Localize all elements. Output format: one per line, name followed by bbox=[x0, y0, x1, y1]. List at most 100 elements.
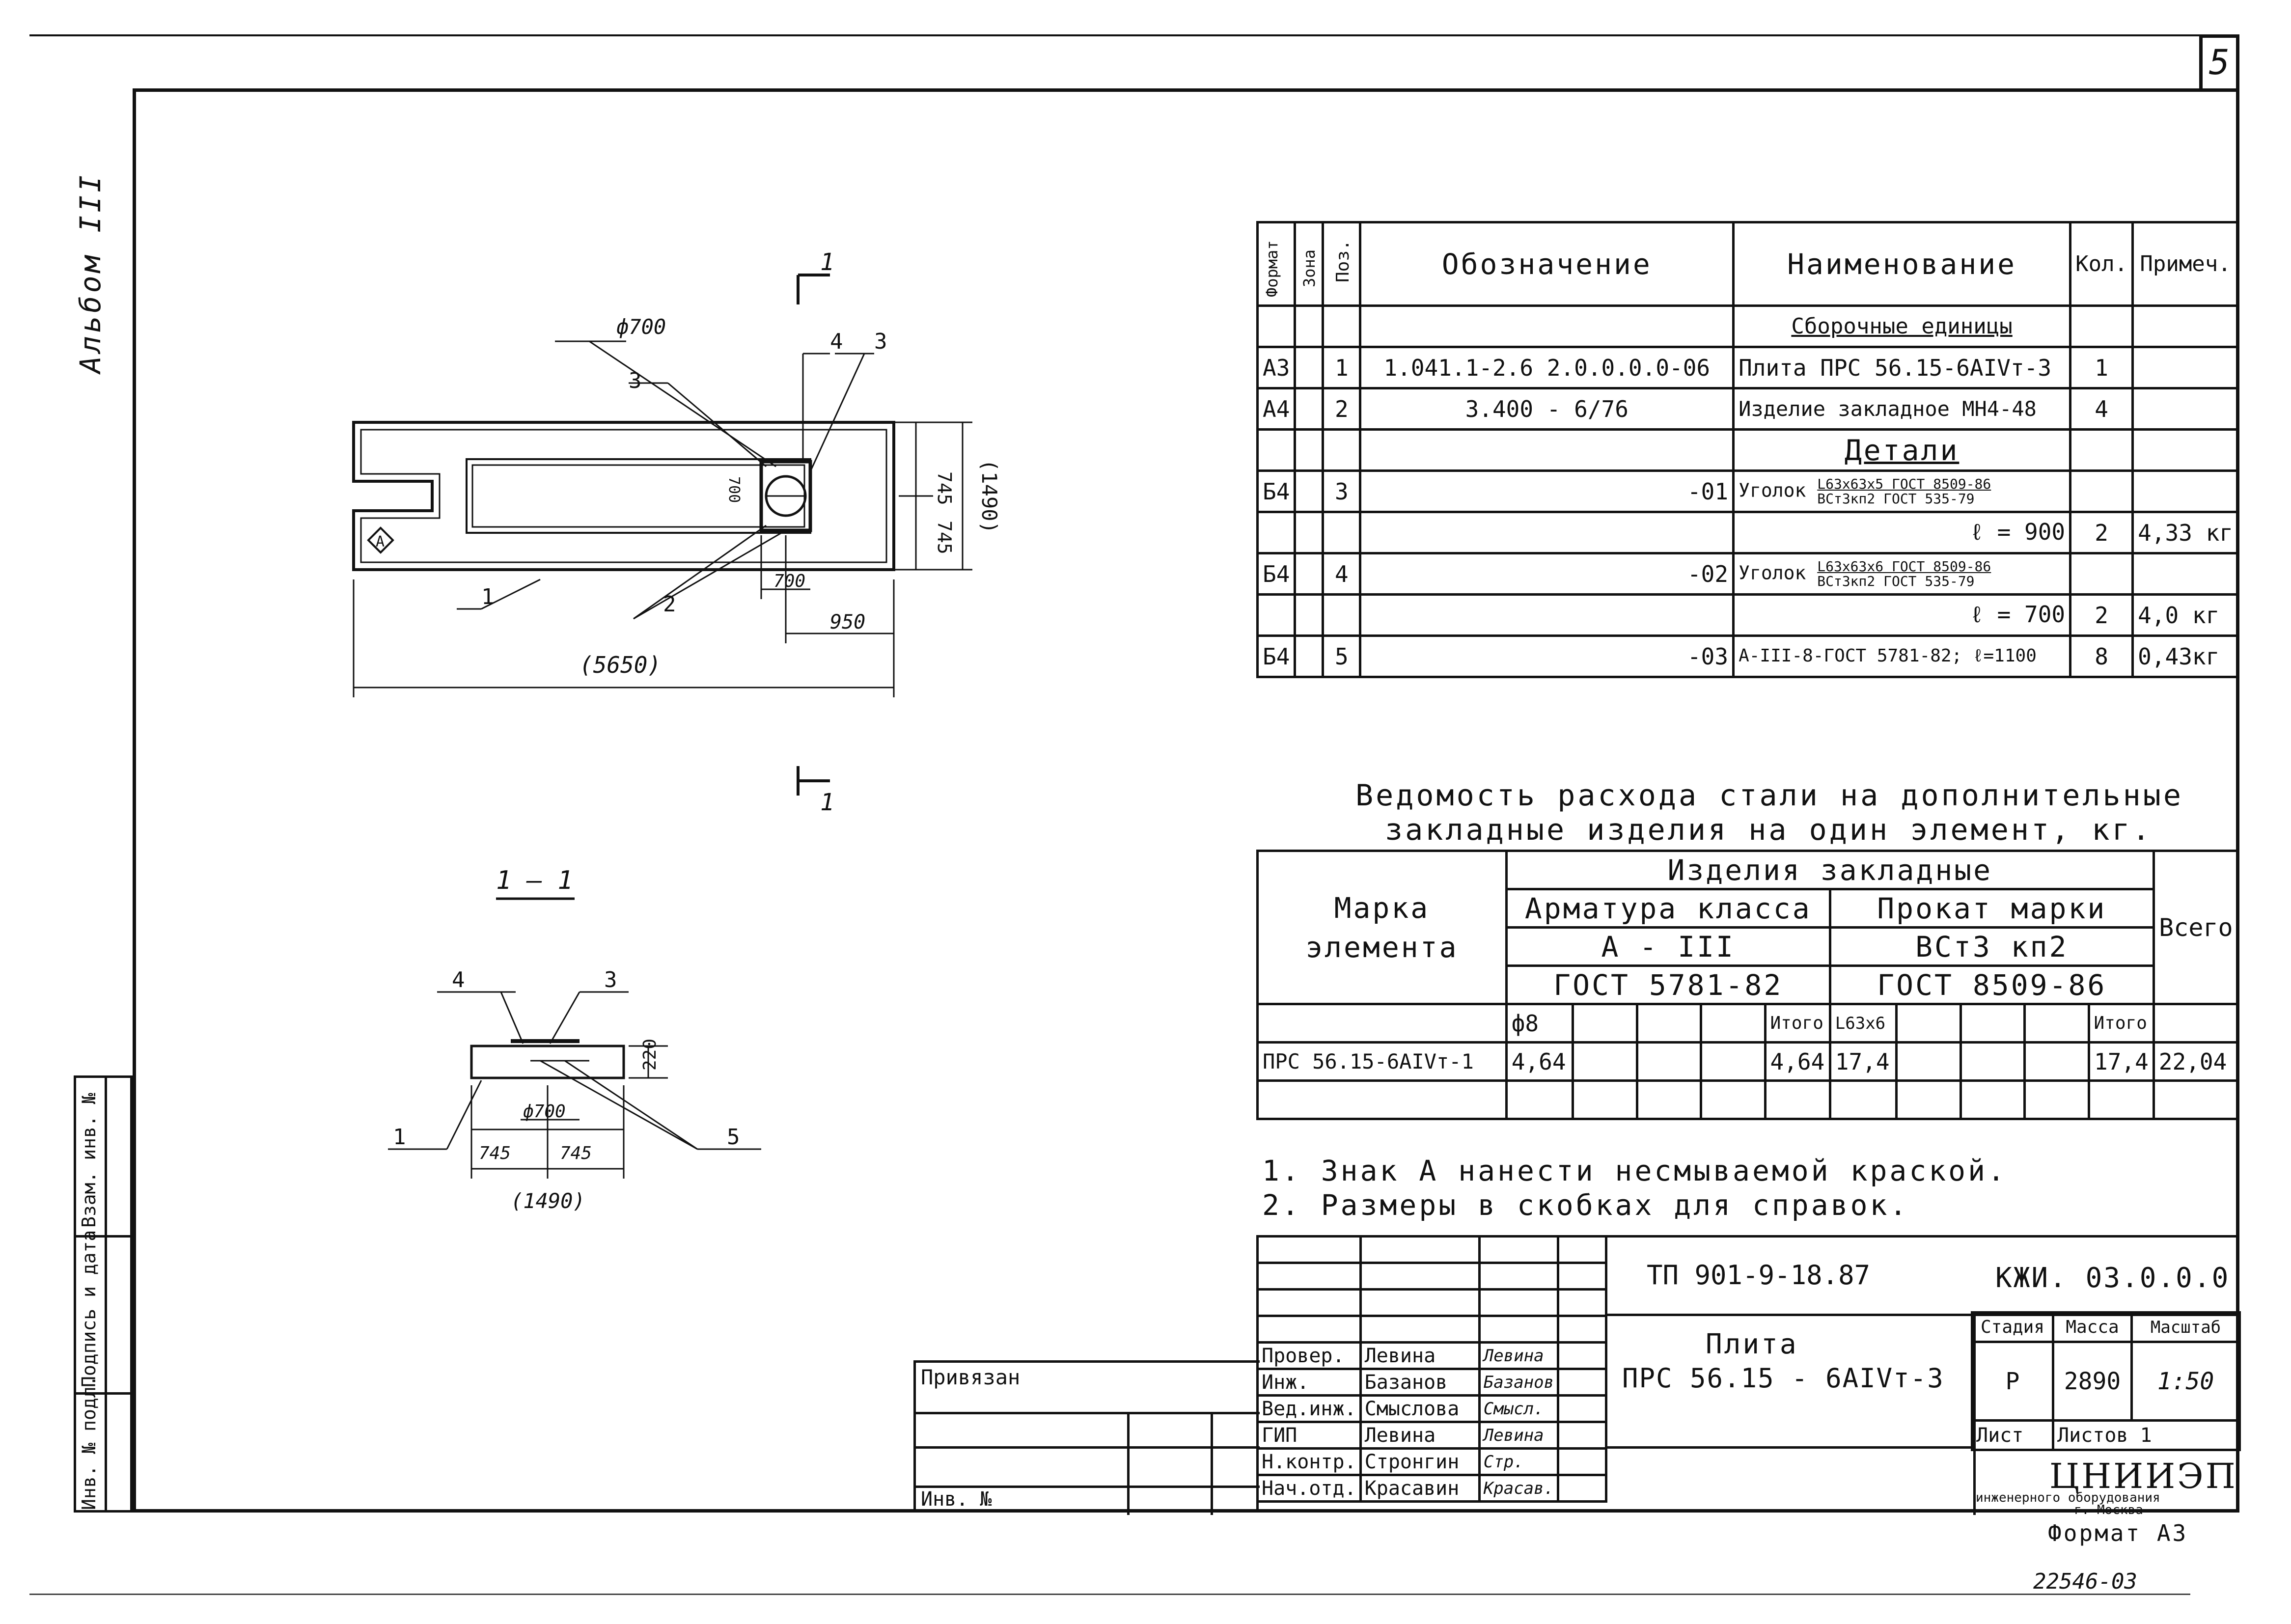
row-qty: 2 bbox=[2069, 593, 2134, 637]
dim-745a: 745 bbox=[934, 471, 955, 505]
row-name: А-III-8-ГОСТ 5781-82; ℓ=1100 bbox=[1732, 634, 2072, 678]
leader-3b: 3 bbox=[874, 329, 887, 354]
name-2: Смыслова bbox=[1359, 1394, 1481, 1423]
signature-4: Стр. bbox=[1478, 1447, 1560, 1476]
steel-rolled-header: Прокат марки bbox=[1828, 888, 2155, 929]
title-line-1: Плита bbox=[1706, 1328, 1798, 1360]
signature-1: Базанов bbox=[1478, 1368, 1560, 1397]
album-label: Альбом III bbox=[74, 172, 107, 373]
hdr-zone: Зона bbox=[1300, 249, 1319, 287]
hdr-pos: Поз. bbox=[1333, 240, 1353, 282]
row-designation: -02 bbox=[1359, 552, 1735, 596]
scale-value: 1:50 bbox=[2130, 1341, 2241, 1422]
steel-rolled-gost: ГОСТ 8509-86 bbox=[1828, 964, 2155, 1005]
leader-2: 2 bbox=[663, 592, 676, 617]
row-qty: 2 bbox=[2069, 511, 2134, 554]
inv-label: Инв. № bbox=[921, 1488, 992, 1511]
stage-header: Стадия bbox=[1971, 1311, 2054, 1343]
steel-row-rolled-total: 17,4 bbox=[2087, 1041, 2155, 1082]
row-name: Изделие закладное МН4-48 bbox=[1732, 387, 2072, 431]
row-format: Б4 bbox=[1256, 634, 1297, 678]
row-length: ℓ = 700 bbox=[1732, 593, 2072, 637]
steel-mark-header: Марка элемента bbox=[1256, 850, 1508, 1005]
hdr-qty: Кол. bbox=[2069, 221, 2134, 307]
row-format: Б4 bbox=[1256, 552, 1297, 596]
org-line-3: г. Москва bbox=[2074, 1503, 2143, 1517]
spec-row: Б4 5 -03 А-III-8-ГОСТ 5781-82; ℓ=1100 8 … bbox=[1256, 634, 2239, 678]
steel-row-rolled: 17,4 bbox=[1828, 1041, 1898, 1082]
role-5: Нач.отд. bbox=[1256, 1474, 1362, 1503]
note-2: 2. Размеры в скобках для справок. bbox=[1262, 1188, 1909, 1222]
section-dim-745a: 745 bbox=[479, 1143, 511, 1163]
row-note bbox=[2131, 387, 2239, 431]
hdr-designation: Обозначение bbox=[1359, 221, 1735, 307]
row-note bbox=[2131, 346, 2239, 389]
section-details: Детали bbox=[1732, 428, 2072, 472]
section-dim-745b: 745 bbox=[560, 1143, 592, 1163]
sub-rolled-total: Итого bbox=[2087, 1003, 2155, 1044]
signature-5: Красав. bbox=[1478, 1474, 1560, 1503]
hdr-name: Наименование bbox=[1732, 221, 2072, 307]
row-note: 4,33 кг bbox=[2131, 511, 2239, 554]
sign-a-diamond bbox=[367, 526, 394, 554]
role-3: ГИП bbox=[1256, 1421, 1362, 1450]
spec-row: А4 2 3.400 - 6/76 Изделие закладное МН4-… bbox=[1256, 387, 2239, 431]
sign-a: А bbox=[376, 533, 385, 551]
spec-table: Формат Зона Поз. Обозначение Наименовани… bbox=[1256, 221, 2239, 678]
org-line-2: инженерного оборудования bbox=[1976, 1490, 2160, 1505]
leader-3a: 3 bbox=[629, 368, 642, 393]
steel-row-mark: ПРС 56.15-6АIVт-1 bbox=[1256, 1041, 1508, 1082]
row-format: А4 bbox=[1256, 387, 1297, 431]
section-mark-bottom: 1 bbox=[820, 789, 834, 815]
sheets-label: Листов 1 bbox=[2052, 1419, 2241, 1451]
steel-total-header: Всего bbox=[2152, 850, 2240, 1005]
row-note: 4,0 кг bbox=[2131, 593, 2239, 637]
dim-1490: (1490) bbox=[977, 459, 1001, 534]
bound-label: Привязан bbox=[921, 1365, 1021, 1389]
sheet-label: Лист bbox=[1971, 1419, 2054, 1451]
name-0: Левина bbox=[1359, 1341, 1481, 1370]
section-dim-220: 220 bbox=[640, 1039, 660, 1071]
section-dim-diameter: ф700 bbox=[523, 1101, 566, 1122]
section-leader-5: 5 bbox=[727, 1125, 740, 1150]
hdr-format: Формат bbox=[1263, 240, 1281, 297]
drawing-frame bbox=[133, 88, 2239, 1513]
row-length: ℓ = 900 bbox=[1732, 511, 2072, 554]
dim-950: 950 bbox=[830, 611, 865, 633]
steel-row-total: 22,04 bbox=[2152, 1041, 2240, 1082]
steel-group-header: Изделия закладные bbox=[1505, 850, 2155, 890]
sheet-number: 5 bbox=[2199, 34, 2239, 91]
steel-rebar-header: Арматура класса bbox=[1505, 888, 1831, 929]
dim-length: (5650) bbox=[580, 652, 661, 678]
dim-hole-side: 700 bbox=[725, 476, 743, 503]
row-format: А3 bbox=[1256, 346, 1297, 389]
stamp-inv-podl: Инв. № подл. bbox=[78, 1375, 100, 1510]
row-pos: 1 bbox=[1322, 346, 1362, 389]
signature-2: Смысл. bbox=[1478, 1394, 1560, 1423]
doc-code: КЖИ. 03.0.0.0 bbox=[1995, 1262, 2230, 1294]
role-1: Инж. bbox=[1256, 1368, 1362, 1397]
name-3: Левина bbox=[1359, 1421, 1481, 1450]
dim-700: 700 bbox=[773, 571, 805, 591]
row-format: Б4 bbox=[1256, 469, 1297, 513]
row-qty: 1 bbox=[2069, 346, 2134, 389]
org-line-1: ЦНИИЭП bbox=[2049, 1456, 2237, 1496]
binding-block: Привязан Инв. № bbox=[913, 1360, 1260, 1515]
name-4: Стронгин bbox=[1359, 1447, 1481, 1476]
row-designation: -01 bbox=[1359, 469, 1735, 513]
name-5: Красавин bbox=[1359, 1474, 1481, 1503]
format-label: Формат А3 bbox=[2048, 1520, 2188, 1546]
row-name: Плита ПРС 56.15-6АIVт-3 bbox=[1732, 346, 2072, 389]
steel-title-1: Ведомость расхода стали на дополнительны… bbox=[1355, 778, 2184, 813]
section-view-drawing: 1 — 1 4 3 1 5 ф700 745 745 (1490) 220 bbox=[388, 866, 761, 1213]
dim-diameter: ф700 bbox=[616, 315, 666, 339]
scale-header: Масштаб bbox=[2130, 1311, 2241, 1343]
section-leader-3: 3 bbox=[604, 967, 617, 992]
mass-header: Масса bbox=[2052, 1311, 2133, 1343]
